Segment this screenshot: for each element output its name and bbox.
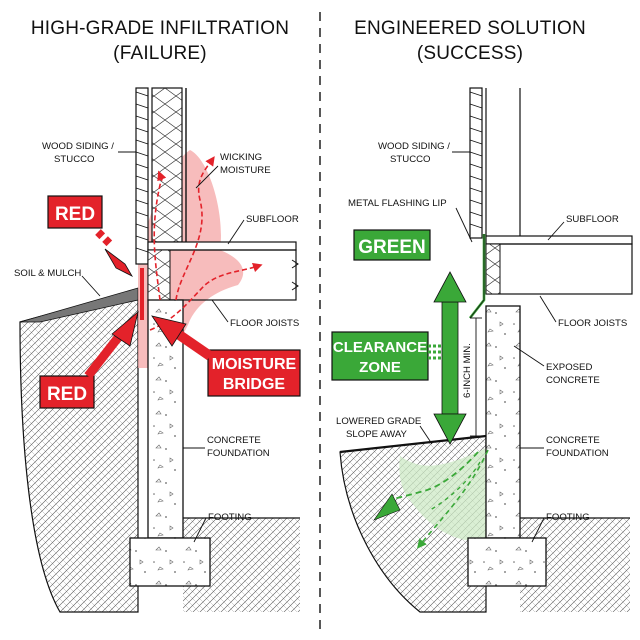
right-metal-flashing — [468, 234, 486, 319]
right-label-footing: FOOTING — [546, 512, 590, 523]
left-red-callout-bottom: RED — [39, 310, 139, 409]
left-soil — [19, 289, 139, 613]
right-label-subfloor: SUBFLOOR — [566, 214, 619, 225]
right-clearance-arrow — [433, 271, 467, 445]
right-floor-joist — [485, 243, 633, 295]
left-title-line2: (FAILURE) — [113, 43, 207, 64]
svg-text:RED: RED — [55, 204, 95, 225]
left-label-siding-1: WOOD SIDING / — [42, 141, 114, 152]
left-label-concrete-1: CONCRETE — [207, 435, 261, 446]
right-label-siding-1: WOOD SIDING / — [378, 141, 450, 152]
left-label-subfloor: SUBFLOOR — [246, 214, 299, 225]
right-footing — [467, 537, 547, 587]
right-title-line2: (SUCCESS) — [417, 43, 523, 64]
right-soil-right — [520, 518, 630, 612]
svg-text:BRIDGE: BRIDGE — [223, 376, 286, 393]
svg-text:ZONE: ZONE — [359, 359, 401, 376]
right-label-grade-2: SLOPE AWAY — [346, 429, 408, 440]
left-label-footing: FOOTING — [208, 512, 252, 523]
right-green-callout: GREEN — [353, 229, 431, 261]
right-label-grade-1: LOWERED GRADE — [336, 416, 421, 427]
svg-text:GREEN: GREEN — [358, 237, 426, 258]
right-concrete-foundation — [485, 305, 521, 539]
right-clearance-zone-callout: CLEARANCE ZONE — [331, 331, 442, 381]
left-footing — [129, 537, 211, 587]
right-label-floor-joists: FLOOR JOISTS — [558, 318, 627, 329]
left-label-siding-2: STUCCO — [54, 154, 95, 165]
right-title-line1: ENGINEERED SOLUTION — [354, 18, 586, 39]
left-label-wicking-2: MOISTURE — [220, 165, 271, 176]
right-label-flashing: METAL FLASHING LIP — [348, 198, 447, 209]
right-label-siding-2: STUCCO — [390, 154, 431, 165]
left-wall-insulation — [151, 87, 183, 243]
svg-text:RED: RED — [47, 384, 87, 405]
left-subfloor — [147, 241, 297, 251]
left-panel: HIGH-GRADE INFILTRATION (FAILURE) R — [14, 18, 301, 613]
left-label-soil: SOIL & MULCH — [14, 268, 81, 279]
right-label-exposed-2: CONCRETE — [546, 375, 600, 386]
left-label-floor-joists: FLOOR JOISTS — [230, 318, 299, 329]
left-title-line1: HIGH-GRADE INFILTRATION — [31, 18, 289, 39]
right-label-concrete-2: FOUNDATION — [546, 448, 609, 459]
right-wall-siding — [469, 87, 483, 239]
right-drainage-zone — [399, 448, 486, 541]
right-label-exposed-1: EXPOSED — [546, 362, 592, 373]
right-panel: ENGINEERED SOLUTION (SUCCESS) — [331, 18, 633, 613]
svg-text:MOISTURE: MOISTURE — [212, 356, 297, 373]
left-red-callout-top: RED — [47, 195, 134, 277]
left-moisture-bridge-callout: MOISTURE BRIDGE — [151, 315, 301, 397]
right-subfloor — [485, 235, 633, 245]
left-soil-right — [183, 518, 300, 612]
left-label-wicking-1: WICKING — [220, 152, 262, 163]
right-label-concrete-1: CONCRETE — [546, 435, 600, 446]
right-label-six-inch: 6-INCH MIN. — [462, 343, 473, 398]
left-concrete-foundation — [147, 299, 184, 539]
left-label-concrete-2: FOUNDATION — [207, 448, 270, 459]
svg-text:CLEARANCE: CLEARANCE — [333, 339, 427, 356]
